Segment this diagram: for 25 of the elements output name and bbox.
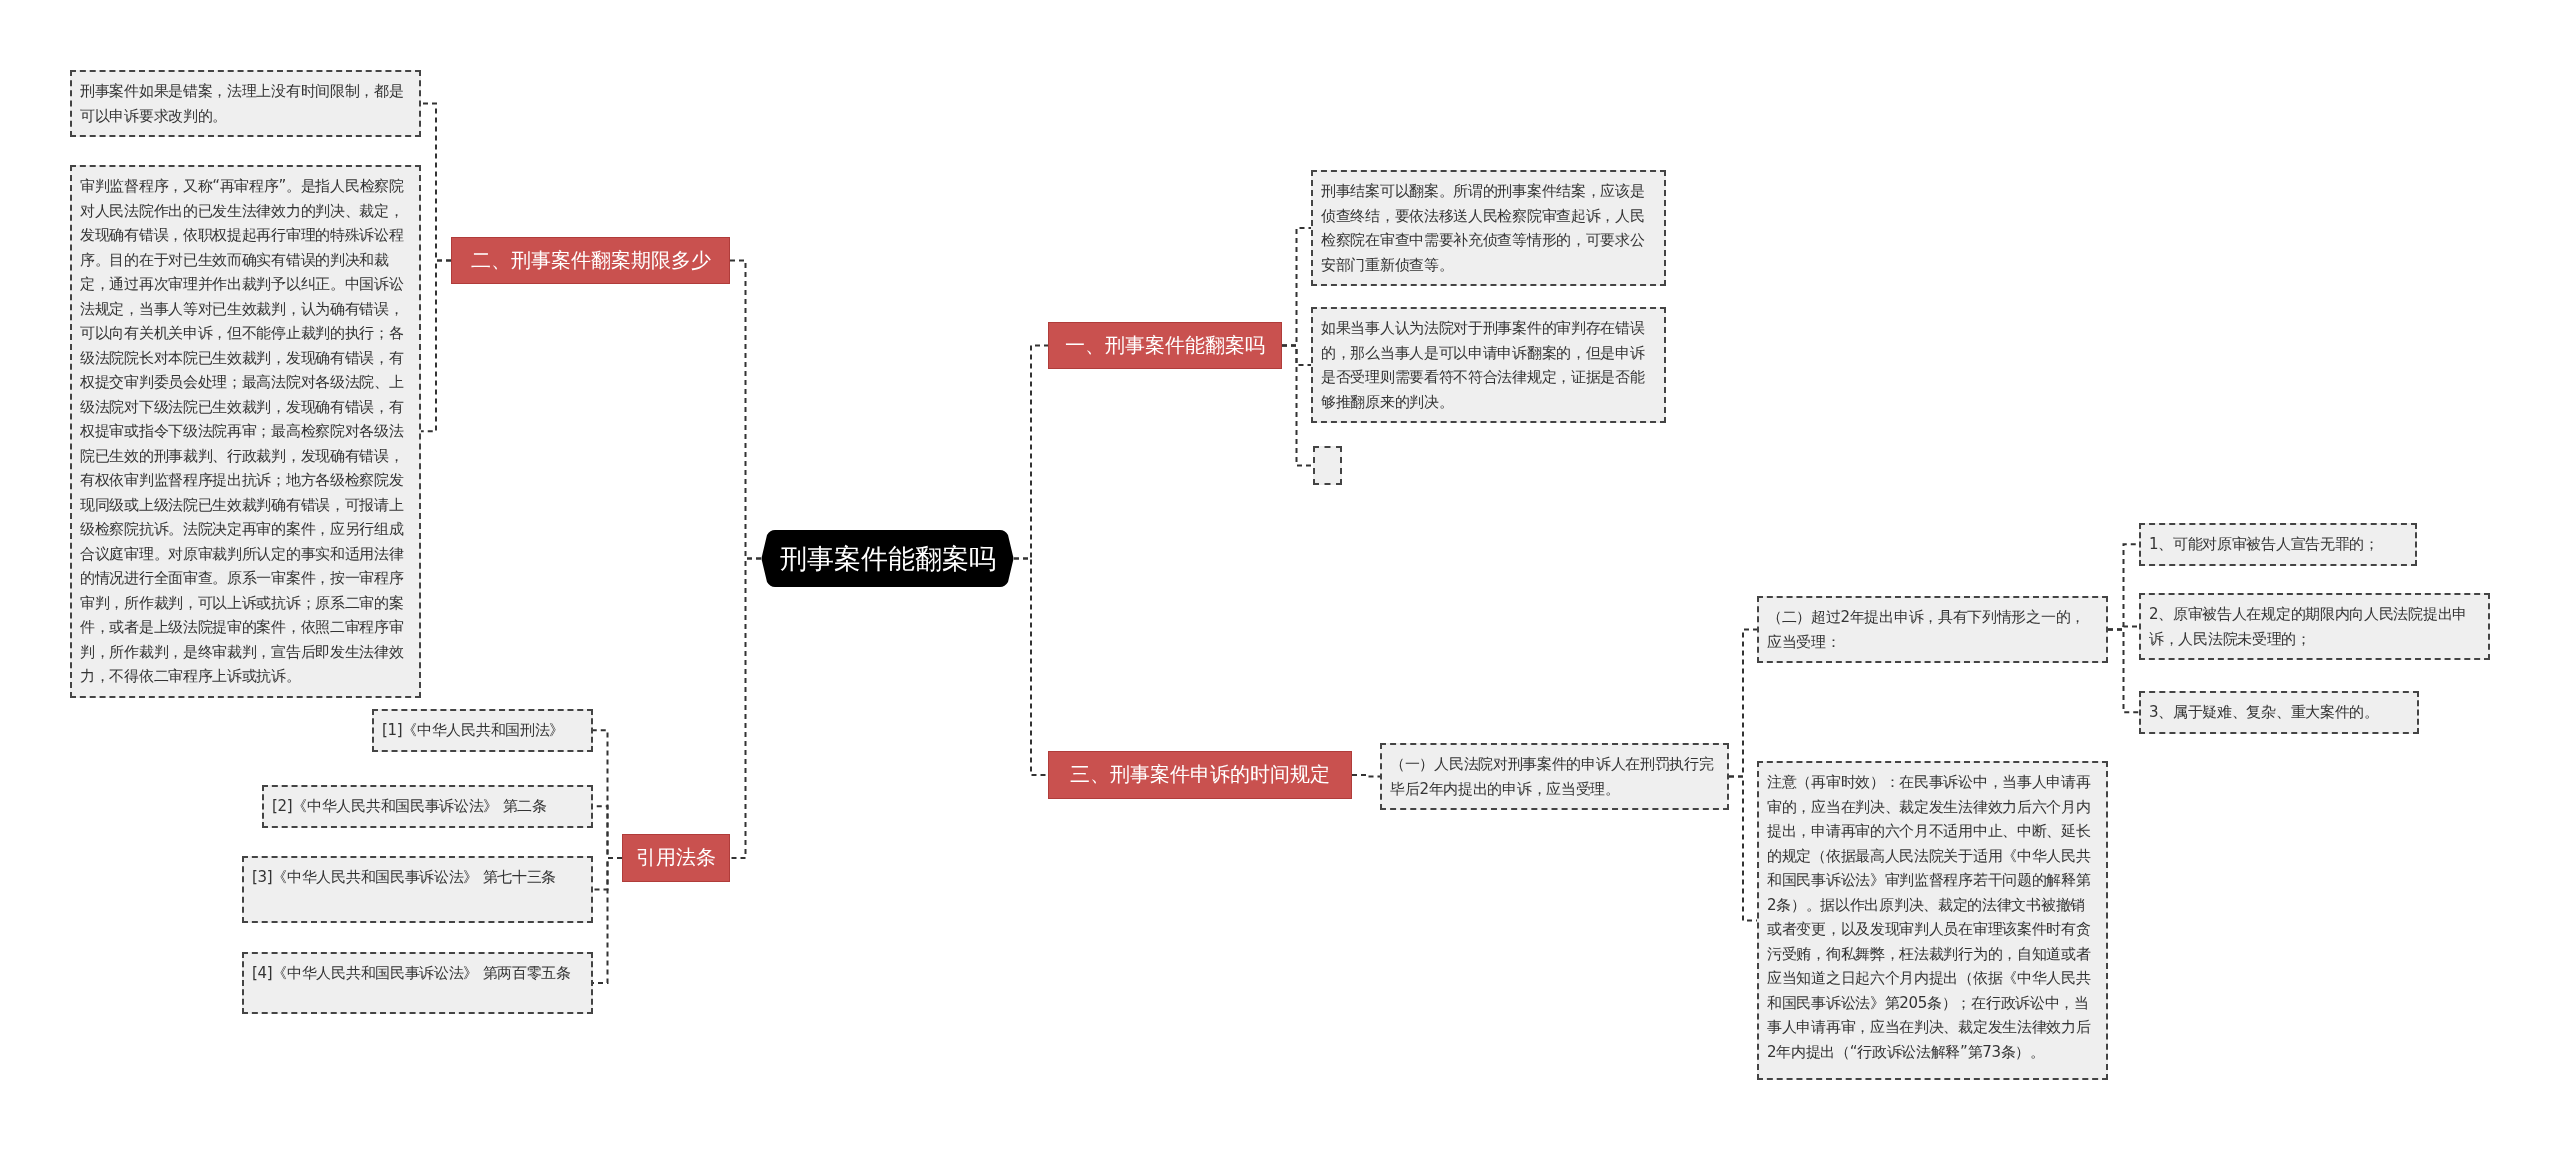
- note-box: 2、原审被告人在规定的期限内向人民法院提出申诉，人民法院未受理的；: [2139, 593, 2490, 660]
- note-box: 1、可能对原审被告人宣告无罪的；: [2139, 523, 2417, 566]
- note-box: [4]《中华人民共和国民事诉讼法》 第两百零五条: [242, 952, 593, 1014]
- note-box: （二）超过2年提出申诉，具有下列情形之一的，应当受理：: [1757, 596, 2108, 663]
- connector-line: [420, 259, 452, 433]
- topic-box: 二、刑事案件翻案期限多少: [451, 237, 730, 284]
- empty-box: [1313, 446, 1342, 485]
- note-box: [1]《中华人民共和国刑法》: [372, 709, 593, 752]
- connector-line: [1351, 774, 1381, 778]
- connector-line: [729, 557, 762, 859]
- note-box: 审判监督程序，又称“再审程序”。是指人民检察院对人民法院作出的已发生法律效力的判决、裁定，发现确有错误，依职权提起再行审理的特殊诉讼程序。目的在于对已生效而确实有错误的判决和裁定，通过再次审理并作出裁判予以纠正。中国诉讼法规定，当事人等对已生效裁判，认为确有错误，可以向有关机关申诉，但不能停止裁判的执行；各级法院院长对本院已生效裁判，发现确有错误，有权提交审判委员会处理；最高法院对各级法院、上级法院对下级法院已生效裁判，发现确有错误，有权提审或指令下级法院再审；最高检察院对各级法院已生效的刑事裁判、行政裁判，发现确有错误，有权依审判监督程序提出抗诉；地方各级检察院发现同级或上级法院已生效裁判确有错误，可报请上级检察院抗诉。法院决定再审的案件，应另行组成合议庭审理。对原审裁判所认定的事实和适用法律的情况进行全面审查。原系一审案件，按一审程序审判，所作裁判，可以上诉或抗诉；原系二审的案件，或者是上级法院提审的案件，依照二审程序审判，所作裁判，是终审裁判，宣告后即发生法律效力，不得依二审程序上诉或抗诉。: [70, 165, 421, 698]
- connector-line: [2107, 628, 2140, 714]
- note-box: 刑事结案可以翻案。所谓的刑事案件结案，应该是侦查终结，要依法移送人民检察院审查起诉，人民检察院在审查中需要补充侦查等情形的，可要求公安部门重新侦查等。: [1311, 170, 1666, 286]
- connector-line: [1013, 557, 1049, 776]
- note-box: 刑事案件如果是错案，法理上没有时间限制，都是可以申诉要求改判的。: [70, 70, 421, 137]
- connector-line: [1281, 344, 1314, 467]
- note-box: （一）人民法院对刑事案件的申诉人在刑罚执行完毕后2年内提出的申诉，应当受理。: [1380, 743, 1729, 810]
- note-box: [2]《中华人民共和国民事诉讼法》 第二条: [262, 785, 593, 828]
- note-box: 3、属于疑难、复杂、重大案件的。: [2139, 691, 2419, 734]
- note-box: 注意（再审时效）：在民事诉讼中，当事人申请再审的，应当在判决、裁定发生法律效力后六个月内提出，申请再审的六个月不适用中止、中断、延长的规定（依据最高人民法院关于适用《中华人民共和国民事诉讼法》审判监督程序若干问题的解释第2条）。据以作出原判决、裁定的法律文书被撤销或者变更，以及发现审判人员在审理该案件时有贪污受贿，徇私舞弊，枉法裁判行为的，自知道或者应当知道之日起六个月内提出（依据《中华人民共和国民事诉讼法》第205条）；在行政诉讼中，当事人申请再审，应当在判决、裁定发生法律效力后2年内提出（“行政诉讼法解释”第73条）。: [1757, 761, 2108, 1080]
- note-box: 如果当事人认为法院对于刑事案件的审判存在错误的，那么当事人是可以申请申诉翻案的，但是申诉是否受理则需要看符不符合法律规定，证据是否能够推翻原来的判决。: [1311, 307, 1666, 423]
- topic-box: 引用法条: [622, 834, 730, 882]
- topic-box: 三、刑事案件申诉的时间规定: [1048, 751, 1352, 799]
- note-box: [3]《中华人民共和国民事诉讼法》 第七十三条: [242, 856, 593, 923]
- topic-box: 一、刑事案件能翻案吗: [1048, 322, 1282, 369]
